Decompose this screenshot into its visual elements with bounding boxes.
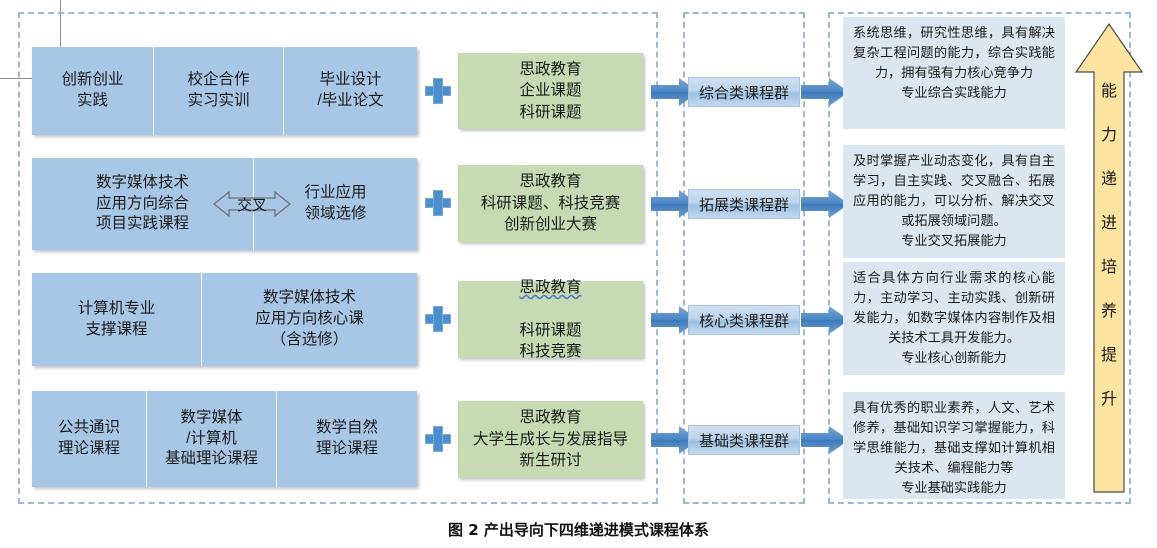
ability-description: 适合具体方向行业需求的核心能力，主动学习、主动实践、创新研发能力，如数字媒体内容… bbox=[853, 270, 1055, 346]
course-group-label: 基础类课程群 bbox=[698, 432, 789, 450]
course-row-core: 计算机专业 支撑课程 数字媒体技术 应用方向核心课 （含选修） bbox=[32, 273, 417, 366]
page-crop-mark-vertical bbox=[60, 0, 61, 78]
course-box[interactable]: 创新创业 实践 bbox=[32, 47, 154, 135]
up-block-arrow-icon: 能 力 递 进 培 养 提 升 bbox=[1074, 22, 1144, 494]
ability-panel: 适合具体方向行业需求的核心能力，主动学习、主动实践、创新研发能力，如数字媒体内容… bbox=[843, 262, 1065, 375]
course-box-label: 数字媒体 /计算机 基础理论课程 bbox=[164, 408, 258, 468]
right-block-arrow-icon bbox=[801, 190, 849, 218]
right-block-arrow-icon bbox=[651, 426, 699, 454]
plus-icon bbox=[425, 306, 451, 332]
course-row-expansion: 数字媒体技术 应用方向综合 项目实践课程 行业应用 领域选修 bbox=[32, 158, 417, 250]
up-arrow-char: 进 bbox=[1100, 215, 1117, 232]
ability-tag: 专业交叉拓展能力 bbox=[901, 233, 1007, 249]
course-box[interactable]: 数字媒体 /计算机 基础理论课程 bbox=[147, 391, 277, 487]
course-row-comprehensive: 创新创业 实践 校企合作 实习实训 毕业设计 /毕业论文 bbox=[32, 47, 417, 135]
up-arrow-char: 培 bbox=[1100, 259, 1117, 276]
right-block-arrow-icon bbox=[651, 78, 699, 106]
up-arrow-char: 提 bbox=[1100, 347, 1117, 364]
up-arrow-char: 养 bbox=[1100, 303, 1117, 320]
up-arrow-char: 递 bbox=[1100, 171, 1117, 188]
course-group-pill[interactable]: 综合类课程群 bbox=[688, 77, 800, 107]
course-box[interactable]: 数字媒体技术 应用方向核心课 （含选修） bbox=[202, 273, 417, 366]
ability-description: 及时掌握产业动态变化，具有自主学习，自主实践、交叉融合、拓展应用的能力，可以分析… bbox=[853, 153, 1055, 229]
course-group-label: 核心类课程群 bbox=[698, 312, 789, 330]
moral-education-label: 思政教育 科研课题、科技竞赛 创新创业大赛 bbox=[480, 173, 621, 234]
dashed-region-courses bbox=[18, 12, 658, 504]
course-box[interactable]: 校企合作 实习实训 bbox=[154, 47, 284, 135]
ability-panel: 系统思维，研究性思维，具有解决复杂工程问题的能力，综合实践能力，拥有强有力核心竞… bbox=[843, 17, 1065, 129]
right-block-arrow-icon bbox=[801, 306, 849, 334]
ability-panel: 具有优秀的职业素养，人文、艺术修养，基础知识学习掌握能力，科学思维能力，基础支撑… bbox=[843, 392, 1065, 499]
course-box-label: 行业应用 领域选修 bbox=[304, 184, 367, 222]
course-box-label: 创新创业 实践 bbox=[61, 71, 124, 109]
course-box-label: 数字媒体技术 应用方向核心课 （含选修） bbox=[255, 289, 364, 348]
course-group-pill[interactable]: 核心类课程群 bbox=[688, 305, 800, 335]
ability-description: 具有优秀的职业素养，人文、艺术修养，基础知识学习掌握能力，科学思维能力，基础支撑… bbox=[853, 400, 1055, 476]
course-box-label: 计算机专业 支撑课程 bbox=[77, 299, 156, 338]
ability-tag: 专业综合实践能力 bbox=[901, 85, 1007, 101]
course-box[interactable]: 毕业设计 /毕业论文 bbox=[284, 47, 417, 135]
ability-tag: 专业核心创新能力 bbox=[901, 350, 1007, 366]
moral-education-box[interactable]: 思政教育 大学生成长与发展指导 新生研讨 bbox=[458, 401, 643, 478]
course-box-label: 数学自然 理论课程 bbox=[315, 419, 378, 457]
course-box-label: 毕业设计 /毕业论文 bbox=[317, 71, 384, 109]
course-group-pill[interactable]: 基础类课程群 bbox=[688, 425, 800, 455]
moral-education-rest: 科研课题 科技竞赛 bbox=[519, 321, 582, 360]
course-box[interactable]: 数学自然 理论课程 bbox=[277, 391, 417, 487]
up-arrow-char: 力 bbox=[1100, 127, 1117, 144]
dashed-region-abilities bbox=[828, 12, 1131, 504]
double-arrow-icon: 交叉 bbox=[213, 184, 291, 224]
course-row-foundation: 公共通识 理论课程 数字媒体 /计算机 基础理论课程 数学自然 理论课程 bbox=[32, 391, 417, 487]
up-arrow-char: 能 bbox=[1100, 83, 1117, 100]
dashed-region-course-groups bbox=[683, 12, 805, 504]
moral-education-label: 思政教育 大学生成长与发展指导 新生研讨 bbox=[472, 409, 628, 470]
ability-tag: 专业基础实践能力 bbox=[901, 480, 1007, 496]
right-block-arrow-icon bbox=[801, 426, 849, 454]
course-group-label: 拓展类课程群 bbox=[698, 196, 789, 214]
course-box[interactable]: 计算机专业 支撑课程 bbox=[32, 273, 202, 366]
page-crop-mark-horizontal bbox=[0, 78, 62, 79]
ability-panel: 及时掌握产业动态变化，具有自主学习，自主实践、交叉融合、拓展应用的能力，可以分析… bbox=[843, 145, 1065, 258]
moral-education-box[interactable]: 思政教育 企业课题 科研课题 bbox=[458, 53, 643, 129]
plus-icon bbox=[425, 426, 451, 452]
right-block-arrow-icon bbox=[651, 190, 699, 218]
course-box-label: 数字媒体技术 应用方向综合 项目实践课程 bbox=[95, 173, 189, 233]
course-group-pill[interactable]: 拓展类课程群 bbox=[688, 189, 800, 219]
moral-education-box[interactable]: 思政教育 科研课题、科技竞赛 创新创业大赛 bbox=[458, 165, 643, 242]
plus-icon bbox=[425, 190, 451, 216]
moral-education-line1: 思政教育 bbox=[519, 278, 582, 296]
course-box[interactable]: 行业应用 领域选修 bbox=[254, 158, 417, 250]
course-group-label: 综合类课程群 bbox=[698, 84, 789, 102]
moral-education-label: 思政教育 企业课题 科研课题 bbox=[519, 60, 582, 121]
course-box[interactable]: 公共通识 理论课程 bbox=[32, 391, 147, 487]
right-block-arrow-icon bbox=[801, 78, 849, 106]
course-box-label: 公共通识 理论课程 bbox=[57, 419, 120, 457]
up-arrow-label: 能 力 递 进 培 养 提 升 bbox=[1074, 84, 1144, 436]
course-box-label: 校企合作 实习实训 bbox=[187, 71, 250, 109]
figure-caption: 图 2 产出导向下四维递进模式课程体系 bbox=[448, 521, 709, 539]
moral-education-label: 思政教育 科研课题 科技竞赛 bbox=[519, 277, 581, 363]
moral-education-box[interactable]: 思政教育 科研课题 科技竞赛 bbox=[458, 279, 643, 360]
cross-label: 交叉 bbox=[236, 196, 267, 214]
plus-icon bbox=[425, 78, 451, 104]
right-block-arrow-icon bbox=[651, 306, 699, 334]
up-arrow-char: 升 bbox=[1100, 391, 1117, 408]
ability-description: 系统思维，研究性思维，具有解决复杂工程问题的能力，综合实践能力，拥有强有力核心竞… bbox=[853, 25, 1055, 81]
